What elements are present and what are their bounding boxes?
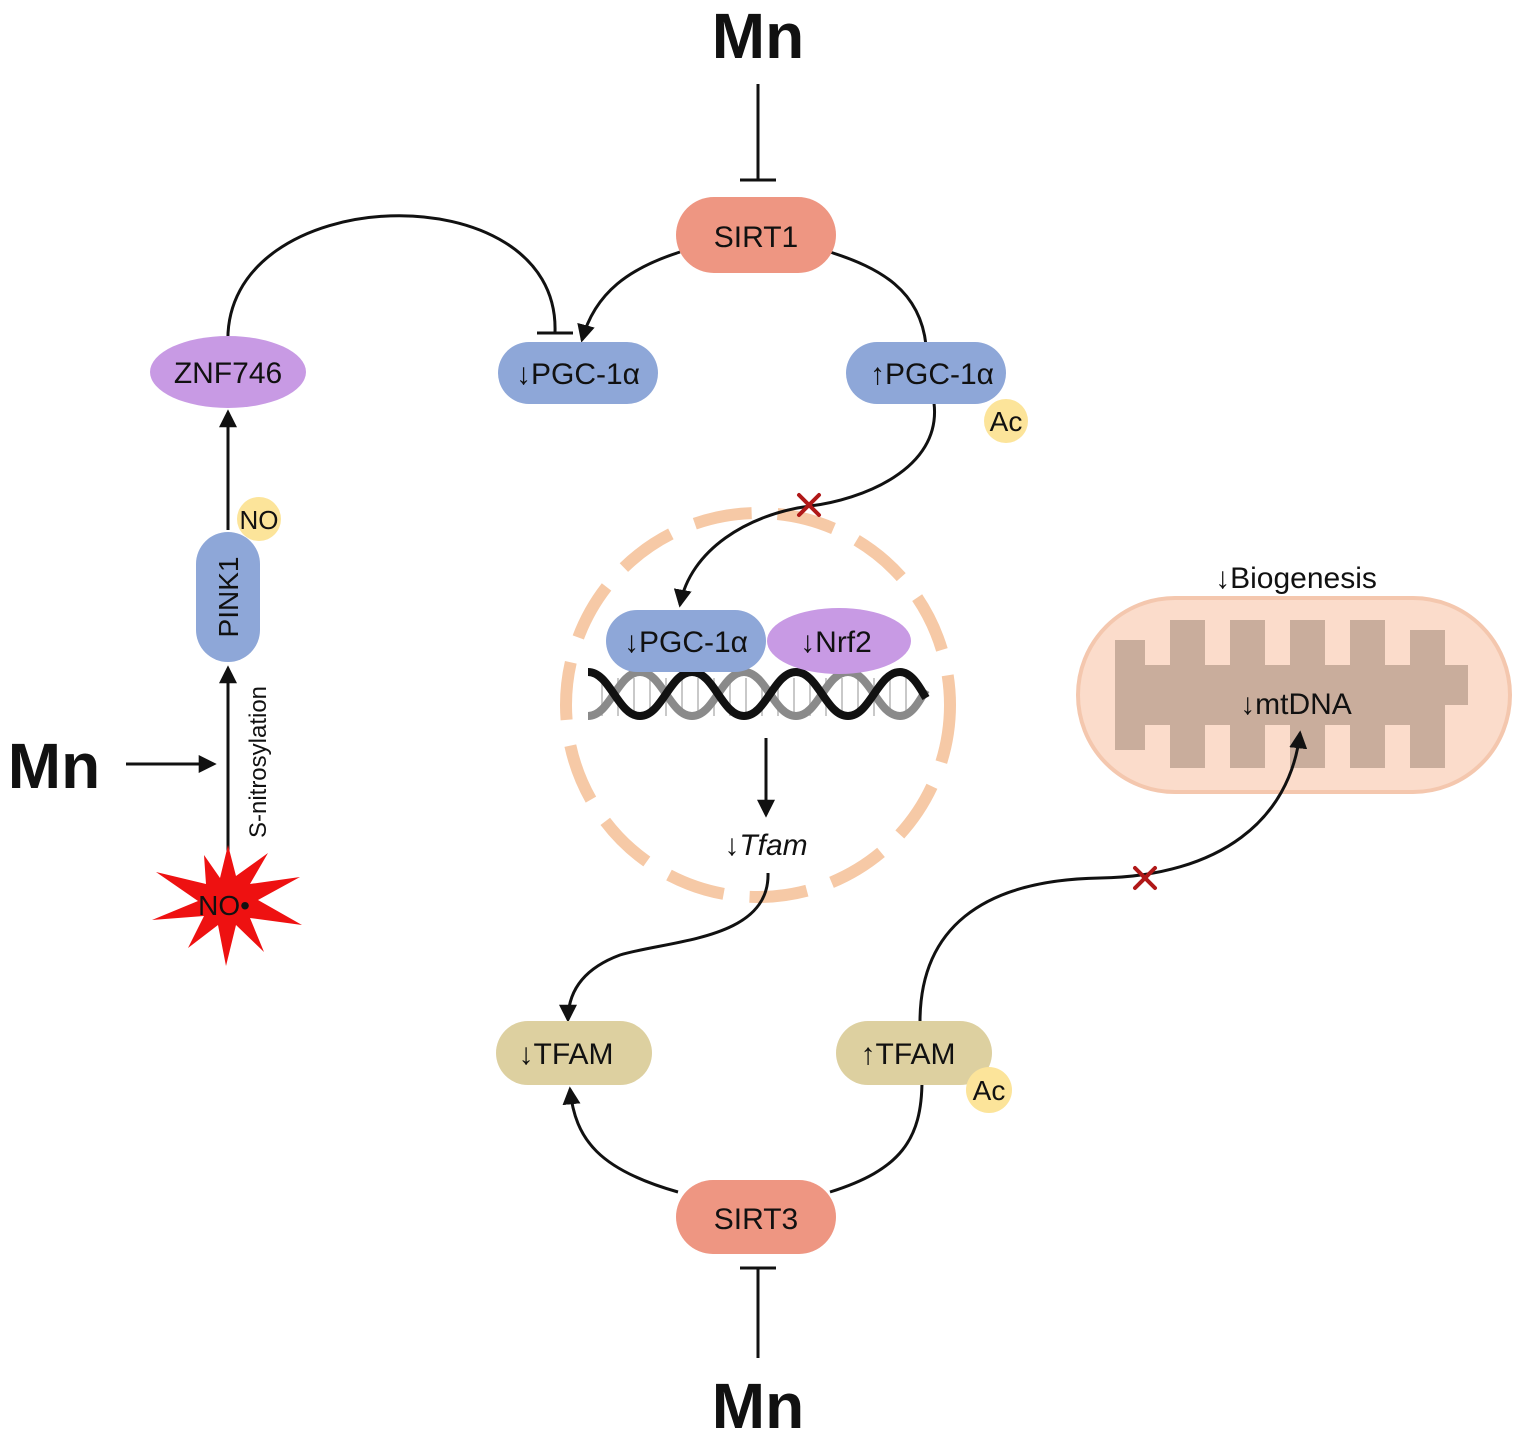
tfam-up-to-mtdna-arrow <box>918 730 1308 1023</box>
dna-helix <box>587 667 930 721</box>
no-tag-pink1-label: NO <box>240 505 279 535</box>
sirt1-label: SIRT1 <box>714 221 798 254</box>
nucleus-membrane <box>560 507 956 903</box>
no-tag-pink1: NO <box>237 497 281 541</box>
sirt3-to-tfam-up-line <box>829 1079 924 1194</box>
tfam-down-label: ↓TFAM <box>519 1038 614 1071</box>
nrf2-label: ↓Nrf2 <box>800 626 872 659</box>
sirt1-node: SIRT1 <box>676 197 836 273</box>
nrf2-node: ↓Nrf2 <box>767 608 911 674</box>
mn-label-bottom: Mn <box>712 1370 804 1440</box>
znf746-to-pgc-inhibition-line <box>226 214 557 346</box>
ac-tag-pgc-label: Ac <box>990 406 1023 437</box>
no-radical-label: NO• <box>198 890 250 921</box>
mtdna-label: ↓mtDNA <box>1240 688 1352 721</box>
biogenesis-label: ↓Biogenesis <box>1215 562 1377 595</box>
s-nitrosylation-label: S-nitrosylation <box>245 686 272 838</box>
tfam-gene-label: ↓Tfam <box>724 829 807 862</box>
mitochondrion <box>1076 596 1512 794</box>
ac-tag-tfam-label: Ac <box>973 1075 1006 1106</box>
pink1-node: PINK1 <box>196 532 260 662</box>
pink1-label: PINK1 <box>213 557 244 638</box>
ac-tag-pgc: Ac <box>984 399 1028 443</box>
pgc-up-node: ↑PGC-1α <box>846 342 1006 404</box>
no-radical-star: NO• <box>152 845 302 966</box>
tfam-up-node: ↑TFAM <box>836 1021 992 1085</box>
blocked-x-nuclear-import <box>797 493 821 517</box>
znf746-label: ZNF746 <box>174 357 282 390</box>
mn-label-top: Mn <box>712 0 804 72</box>
znf746-node: ZNF746 <box>150 336 306 408</box>
tfam-to-tfam-down-arrow <box>559 872 770 1023</box>
pgc-nuclear-label: ↓PGC-1α <box>624 626 748 659</box>
sirt3-label: SIRT3 <box>714 1203 798 1236</box>
sirt1-to-pgc-up-line <box>829 250 928 346</box>
tfam-down-node: ↓TFAM <box>496 1021 652 1085</box>
pgc-up-label: ↑PGC-1α <box>870 358 994 391</box>
tfam-up-label: ↑TFAM <box>861 1038 956 1071</box>
sirt3-node: SIRT3 <box>676 1180 836 1254</box>
mn-label-left: Mn <box>8 730 100 802</box>
pgc-down-node: ↓PGC-1α <box>498 342 658 404</box>
sirt1-to-pgc-down-arrow <box>577 250 681 343</box>
blocked-x-mtdna <box>1133 866 1157 890</box>
sirt3-to-tfam-down-arrow <box>562 1086 679 1194</box>
pgc-down-label: ↓PGC-1α <box>516 358 640 391</box>
ac-tag-tfam: Ac <box>966 1067 1012 1113</box>
pgc-nuclear-node: ↓PGC-1α <box>606 610 766 672</box>
